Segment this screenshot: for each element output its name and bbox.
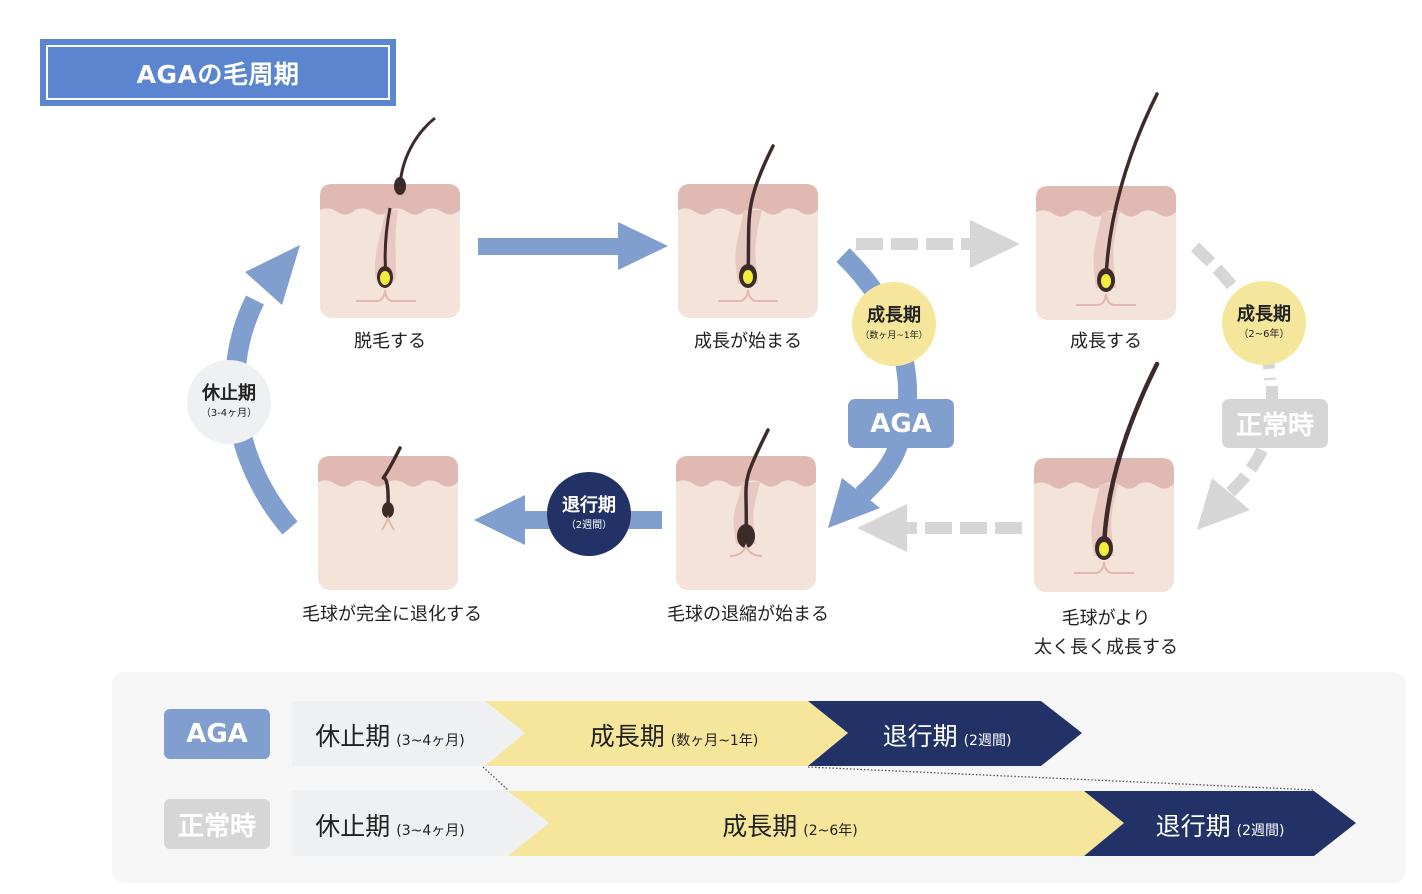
aga-telogen-label: 休止期 (3~4ヶ月) xyxy=(315,717,464,753)
aga-anagen-bubble: 成長期 （数ヶ月~1年） xyxy=(852,282,936,366)
aga-anagen-phase: 成長期 xyxy=(589,722,665,751)
normal-anagen-bubble: 成長期 （2~6年） xyxy=(1222,281,1306,365)
papilla xyxy=(380,271,390,285)
normal-anagen-phase: 成長期 xyxy=(722,812,798,841)
normal-telogen-phase: 休止期 xyxy=(315,812,391,841)
aga-telogen-phase: 休止期 xyxy=(315,722,391,751)
normal-catagen-duration: (2週間) xyxy=(1236,823,1285,839)
timeline-tag-aga: AGA xyxy=(164,709,270,759)
hair-shaft xyxy=(381,446,402,510)
hair-bulb xyxy=(382,502,394,518)
telogen-bubble-title: 休止期 xyxy=(202,383,256,404)
shed-hair-root xyxy=(394,177,406,195)
stage-label-growth-start: 成長が始まる xyxy=(694,331,802,352)
dermis-band xyxy=(1036,186,1176,217)
aga-anagen-segment xyxy=(485,701,848,766)
tile-grow xyxy=(1036,92,1176,320)
aga-telogen-duration: (3~4ヶ月) xyxy=(396,733,465,749)
normal-path-tag: 正常時 xyxy=(1222,399,1328,448)
normal-anagen-label: 成長期 (2~6年) xyxy=(722,807,857,843)
catagen-bubble-title: 退行期 xyxy=(562,495,616,516)
normal-anagen-bubble-title: 成長期 xyxy=(1237,304,1291,325)
stage-label-grow: 成長する xyxy=(1070,331,1142,352)
papilla xyxy=(1101,274,1111,288)
papilla-base xyxy=(356,289,416,302)
arrow-normal-curve-head xyxy=(1197,478,1250,530)
aga-anagen-duration: (数ヶ月~1年) xyxy=(670,733,759,749)
normal-telogen-duration: (3~4ヶ月) xyxy=(396,823,465,839)
hair-shaft xyxy=(1101,361,1160,551)
stage-label-regressed: 毛球が完全に退化する xyxy=(302,604,482,625)
papilla xyxy=(743,270,753,284)
hair-bulb xyxy=(737,524,755,548)
telogen-bubble-duration: （3-4ヶ月） xyxy=(200,408,258,419)
papilla-base xyxy=(381,514,395,531)
stage-label-thicker-line1: 毛球がより xyxy=(1061,608,1151,629)
aga-anagen-label: 成長期 (数ヶ月~1年) xyxy=(590,717,759,753)
aga-telogen-segment xyxy=(292,701,525,766)
tile-growth-start xyxy=(678,144,818,318)
stage-label-thicker-line2: 太く長く成長する xyxy=(1034,637,1178,658)
telogen-bubble: 休止期 （3-4ヶ月） xyxy=(187,360,271,444)
papilla-base xyxy=(718,289,778,302)
tile-thicker xyxy=(1034,361,1174,592)
normal-catagen-phase: 退行期 xyxy=(1155,812,1231,841)
catagen-bubble: 退行期 （2週間） xyxy=(547,472,631,556)
hair-shaft xyxy=(1104,92,1159,282)
aga-catagen-phase: 退行期 xyxy=(882,722,958,751)
hair-shaft xyxy=(744,428,770,538)
normal-anagen-bubble-duration: （2~6年） xyxy=(1238,329,1290,340)
skin-tile xyxy=(318,456,458,590)
papilla-base xyxy=(729,543,763,557)
aga-anagen-bubble-duration: （数ヶ月~1年） xyxy=(860,331,928,341)
aga-catagen-label: 退行期 (2週間) xyxy=(883,717,1012,753)
stage-label-shrink-start: 毛球の退縮が始まる xyxy=(667,604,829,625)
dermis-band xyxy=(678,184,818,215)
stage-label-thicker: 毛球がより 太く長く成長する xyxy=(1034,604,1178,662)
tile-shed xyxy=(320,116,460,318)
tile-regressed xyxy=(318,446,458,590)
arrow-shed-to-growth xyxy=(478,222,668,270)
papilla-base xyxy=(1076,293,1136,306)
aga-path-tag: AGA xyxy=(848,399,954,448)
catagen-bubble-duration: （2週間） xyxy=(565,520,613,531)
normal-telogen-segment xyxy=(292,791,549,856)
aga-catagen-duration: (2週間) xyxy=(963,733,1012,749)
timeline-tag-normal: 正常時 xyxy=(164,799,270,849)
guide-line-left xyxy=(482,766,509,791)
normal-catagen-label: 退行期 (2週間) xyxy=(1156,807,1285,843)
aga-anagen-bubble-title: 成長期 xyxy=(867,305,921,326)
tile-shrink-start xyxy=(676,428,816,590)
hair-shaft xyxy=(746,144,775,278)
normal-anagen-segment xyxy=(508,791,1124,856)
arrow-normal-growth xyxy=(856,220,1020,268)
aga-catagen-segment xyxy=(808,701,1082,766)
papilla xyxy=(1099,542,1109,556)
page-title: AGAの毛周期 xyxy=(46,45,390,100)
guide-line-right xyxy=(807,766,1315,791)
stage-label-shed: 脱毛する xyxy=(354,331,426,352)
dermis-band xyxy=(676,456,816,487)
normal-catagen-segment xyxy=(1084,791,1356,856)
normal-anagen-duration: (2~6年) xyxy=(803,823,858,839)
arrow-normal-shrink xyxy=(857,504,1022,552)
dermis-band xyxy=(1034,458,1174,489)
dermis-band xyxy=(320,184,460,215)
papilla-base xyxy=(1074,561,1134,574)
title-banner: AGAの毛周期 xyxy=(40,39,396,106)
normal-telogen-label: 休止期 (3~4ヶ月) xyxy=(315,807,464,843)
